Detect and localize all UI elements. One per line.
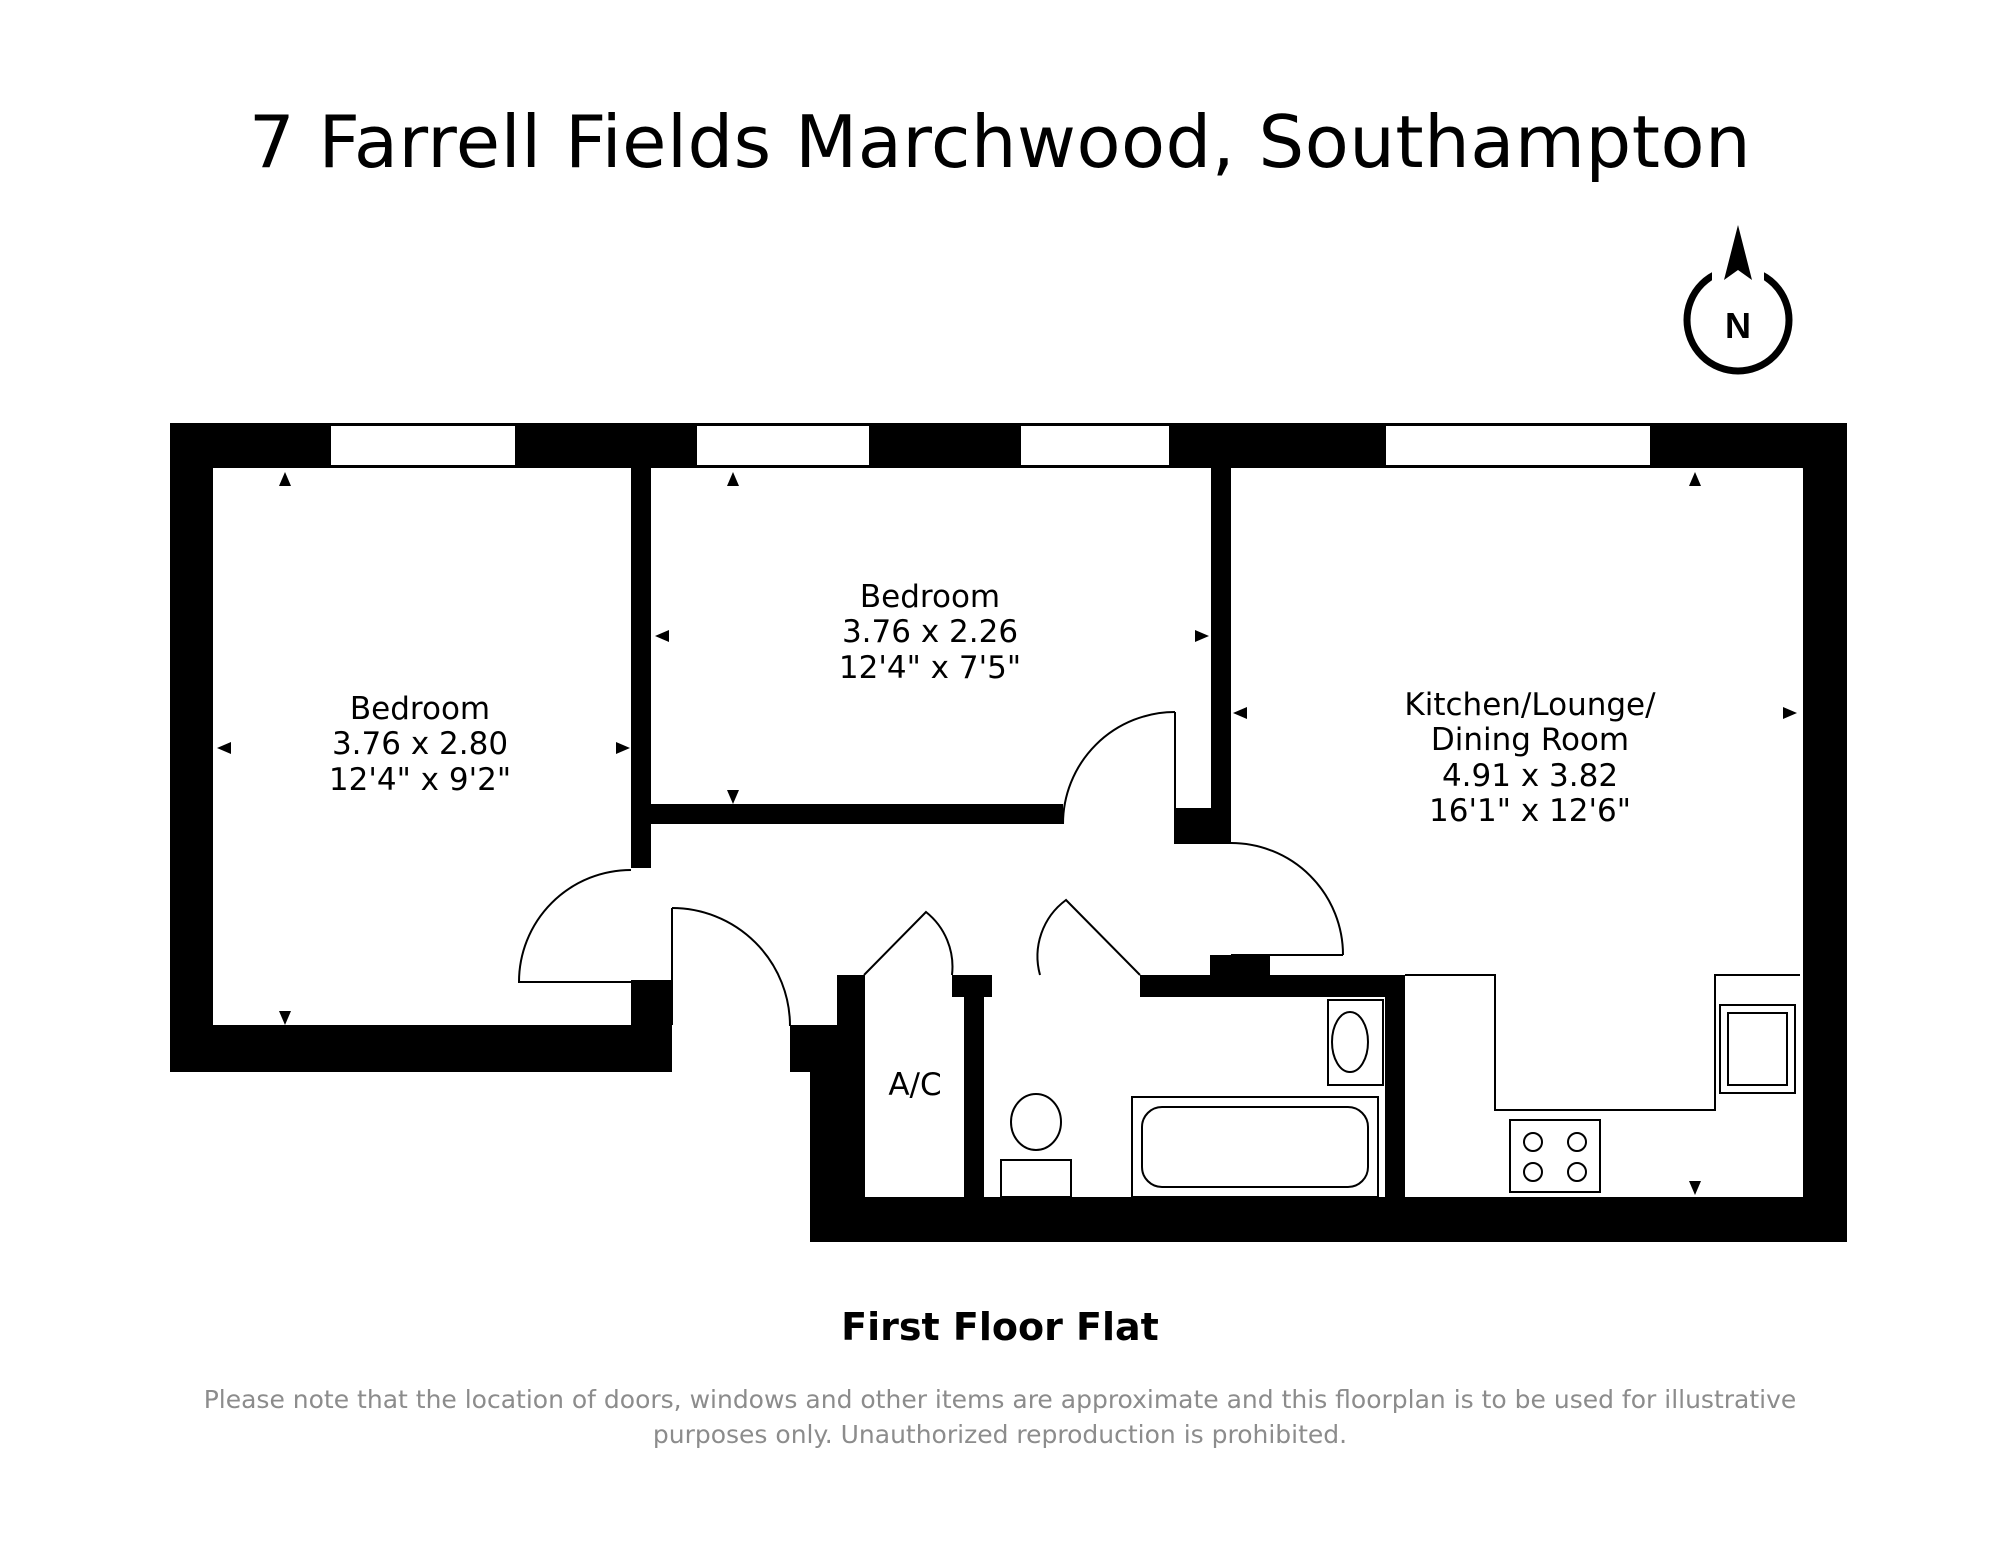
room-size-imperial: 12'4" x 9'2" xyxy=(328,761,512,798)
door-swings xyxy=(517,711,1344,1027)
disclaimer: Please note that the location of doors, … xyxy=(200,1383,1800,1452)
room-name: Bedroom xyxy=(859,579,1001,615)
dimension-arrows xyxy=(217,472,1797,1195)
room-label-bedroom-left: Bedroom 3.76 x 2.80 12'4" x 9'2" xyxy=(270,691,570,798)
room-label-kitchen-lounge: Kitchen/Lounge/ Dining Room 4.91 x 3.82 … xyxy=(1370,687,1690,829)
bath-icon xyxy=(1131,1096,1379,1198)
room-name: Kitchen/Lounge/ xyxy=(1404,687,1656,723)
kitchen-fittings xyxy=(1405,974,1800,1193)
disclaimer-line-2: purposes only. Unauthorized reproduction… xyxy=(652,1419,1348,1449)
room-size-metric: 3.76 x 2.26 xyxy=(841,614,1019,651)
hob-icon xyxy=(1509,1119,1601,1193)
wash-basin-icon xyxy=(1327,999,1384,1086)
page-title: 7 Farrell Fields Marchwood, Southampton xyxy=(248,100,1752,184)
room-name: Bedroom xyxy=(349,691,491,727)
room-size-imperial: 16'1" x 12'6" xyxy=(1429,792,1631,829)
room-size-metric: 3.76 x 2.80 xyxy=(331,726,509,763)
room-size-metric: 4.91 x 3.82 xyxy=(1441,757,1619,794)
north-arrow-icon: N xyxy=(1683,225,1793,375)
room-size-imperial: 12'4" x 7'5" xyxy=(838,649,1022,686)
toilet-icon xyxy=(1010,1093,1062,1151)
kitchen-sink-icon xyxy=(1719,1004,1796,1094)
cupboard-label: A/C xyxy=(888,1067,942,1103)
room-name: Dining Room xyxy=(1430,722,1630,759)
bathroom-fittings xyxy=(1000,999,1384,1198)
room-label-bedroom-middle: Bedroom 3.76 x 2.26 12'4" x 7'5" xyxy=(780,579,1080,686)
compass-label: N xyxy=(1725,305,1751,346)
floor-label: First Floor Flat xyxy=(841,1305,1159,1349)
windows xyxy=(329,424,1652,467)
disclaimer-line-1: Please note that the location of doors, … xyxy=(203,1385,1797,1414)
